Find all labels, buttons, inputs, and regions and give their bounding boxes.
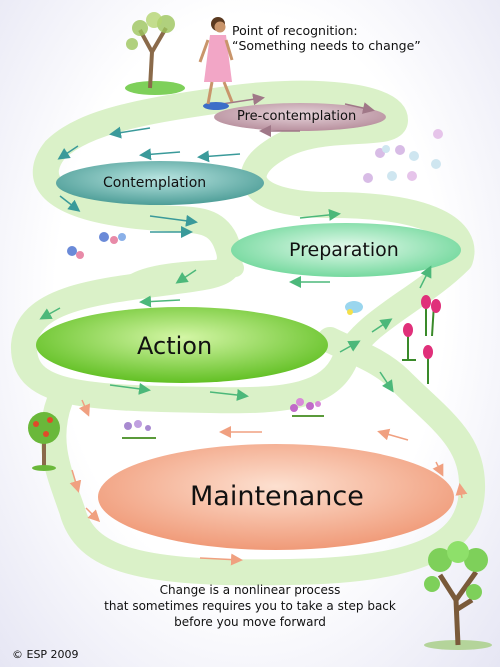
winding-path — [11, 80, 486, 586]
recognition-line-2: “Something needs to change” — [232, 38, 421, 53]
flowers-left-blue — [67, 232, 126, 259]
contemplation-ellipse — [56, 161, 264, 205]
preparation-ellipse — [231, 223, 461, 277]
flowers-middle-purple — [122, 398, 324, 439]
caption-line-3: before you move forward — [174, 615, 326, 629]
flowers-tulips-right — [345, 295, 441, 384]
caption-line-2: that sometimes requires you to take a st… — [104, 599, 396, 613]
action-ellipse — [36, 307, 328, 383]
tree-bottom-right — [424, 541, 492, 650]
recognition-note: Point of recognition: “Something needs t… — [232, 23, 421, 53]
walking-woman-figure — [198, 17, 234, 110]
caption-line-1: Change is a nonlinear process — [159, 583, 341, 597]
fruit-tree-left — [28, 412, 60, 471]
caption: Change is a nonlinear process that somet… — [0, 582, 500, 630]
maintenance-label: Maintenance — [190, 481, 364, 512]
maintenance-ellipse — [98, 444, 454, 550]
flowers-top-right — [363, 129, 443, 183]
tree-top-left — [125, 12, 185, 95]
flow-arrows — [39, 93, 468, 566]
action-label: Action — [137, 332, 213, 360]
recognition-line-1: Point of recognition: — [232, 23, 358, 38]
precontemplation-ellipse — [214, 103, 386, 131]
contemplation-label: Contemplation — [103, 175, 207, 191]
precontemplation-label: Pre-contemplation — [237, 109, 357, 124]
preparation-label: Preparation — [289, 239, 399, 261]
copyright-notice: © ESP 2009 — [12, 648, 79, 661]
